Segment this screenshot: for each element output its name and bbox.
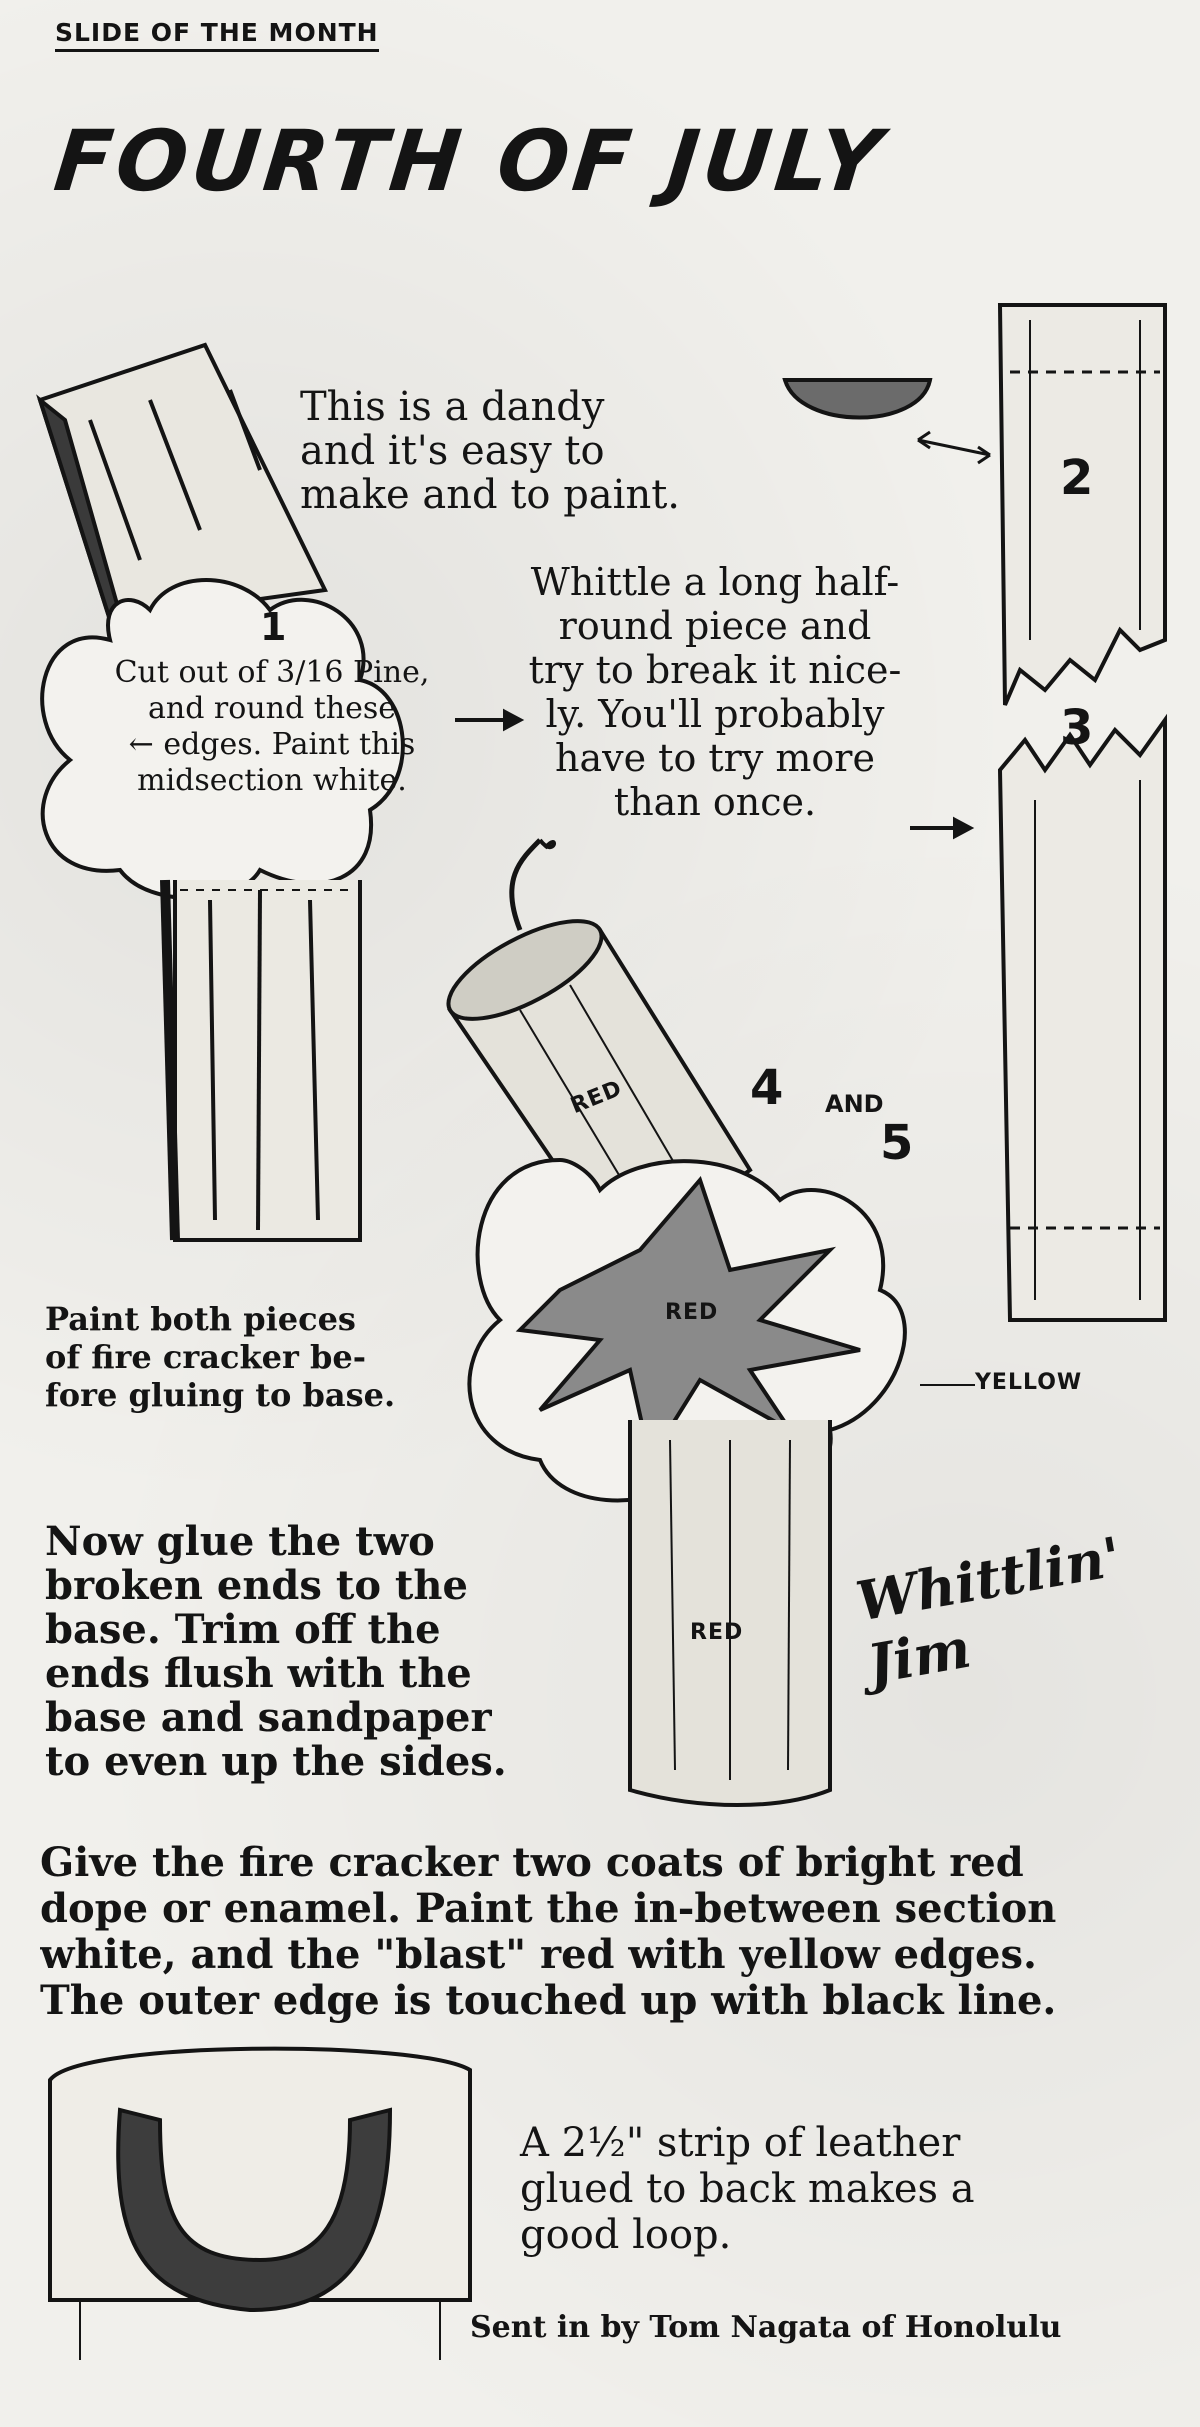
section-kicker: SLIDE OF THE MONTH [55,18,379,52]
paint-both-note: Paint both pieces of fire cracker be- fo… [45,1300,396,1414]
paint-coats-instructions: Give the fire cracker two coats of brigh… [40,1840,1057,2024]
page-title: FOURTH OF JULY [49,112,890,210]
half-round-strip-drawing [997,303,1167,1322]
step-2-number: 2 [1060,450,1094,506]
whittle-instructions: Whittle a long half- round piece and try… [528,560,902,824]
color-label-red-bottom: RED [690,1620,744,1645]
leather-loop-note: A 2½" strip of leather glued to back mak… [520,2120,975,2258]
fire-cracker-drawing [446,838,907,1807]
contributor-credit: Sent in by Tom Nagata of Honolulu [470,2310,1062,2345]
slide-piece-1-drawing [36,342,405,1242]
glue-instructions: Now glue the two broken ends to the base… [45,1518,507,1785]
step-1-number: 1 [260,605,287,649]
step-and-label: AND [825,1090,884,1118]
step-1-instructions: Cut out of 3/16 Pine, and round these ← … [114,655,430,798]
leather-loop-drawing [48,2046,472,2360]
step-3-number: 3 [1060,700,1094,756]
step-4-number: 4 [750,1060,784,1116]
pointer-arrows [455,708,975,1386]
intro-text: This is a dandy and it's easy to make an… [300,384,680,518]
step-5-number: 5 [880,1115,914,1171]
color-label-red-blast: RED [665,1300,719,1325]
half-round-section-drawing [782,378,991,465]
color-label-yellow: YELLOW [975,1370,1083,1395]
